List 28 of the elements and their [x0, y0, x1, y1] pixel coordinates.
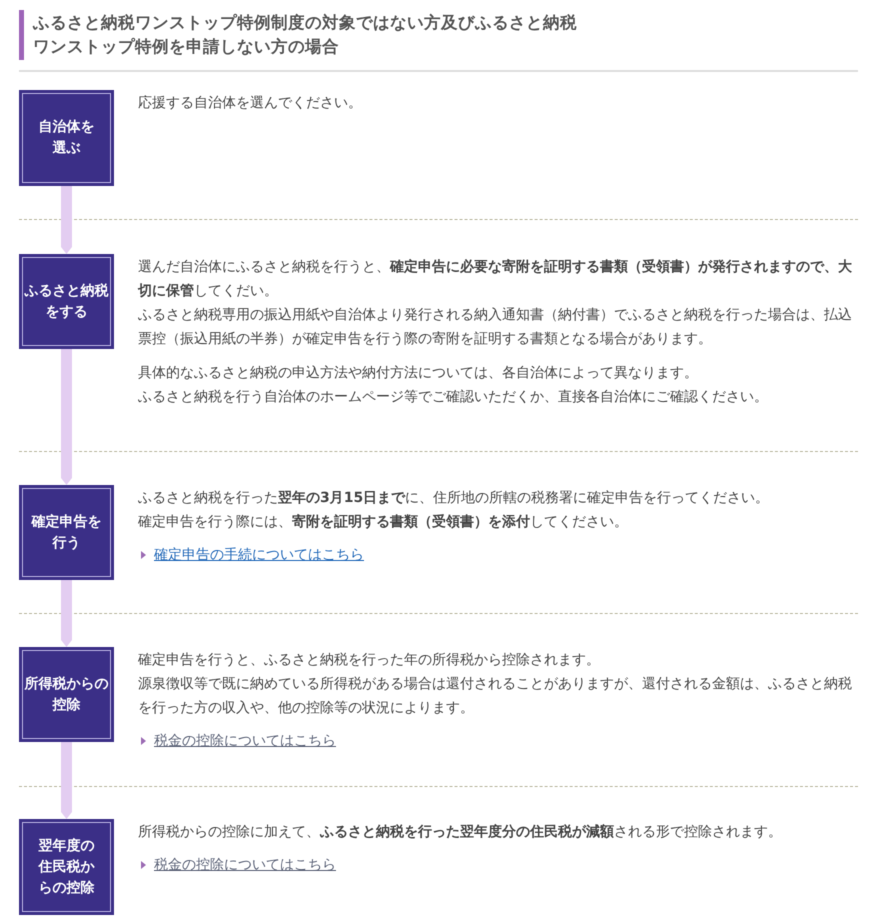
arrow	[61, 349, 72, 485]
step-title: ふるさと納税をする	[24, 282, 110, 322]
step-title: 翌年度の住民税からの控除	[37, 836, 96, 898]
description-text: 源泉徴収等で既に納めている所得税がある場合は還付されることがありますが、還付される金額は、ふるさと納税を行った方の収入や、他の控除等の状況によります。	[138, 675, 853, 718]
step-title: 確定申告を行う	[30, 512, 102, 552]
step-box	[19, 254, 114, 349]
description-text: ふるさと納税を行う自治体のホームページ等でご確認いただくか、直接各自治体にご確認ください。	[138, 388, 769, 407]
description-text: 具体的なふるさと納税の申込方法や納付方法については、各自治体によって異なります。	[138, 364, 699, 383]
page-title: ふるさと納税ワンストップ特例制度の対象ではない方及びふるさと納税ワンストップ特例を申請しない方の場合	[19, 10, 593, 60]
step-box	[19, 485, 114, 580]
description-text: ふるさと納税を行った翌年の3月15日までに、住所地の所轄の税務署に確定申告を行ってください。	[138, 489, 770, 508]
step-box	[19, 647, 114, 742]
text-link: 税金の控除についてはこちら	[154, 732, 336, 751]
description-text: ふるさと納税専用の振込用紙や自治体より発行される納入通知書（納付書）でふるさと納税を行った場合は、払込票控（振込用紙の半券）が確定申告を行う際の寄附を証明する書類となる場合があります。	[138, 306, 853, 349]
arrow	[61, 580, 72, 647]
description-text: 確定申告を行う際には、寄附を証明する書類（受領書）を添付してください。	[138, 512, 629, 532]
text-link: 確定申告の手続についてはこちら	[154, 546, 364, 565]
step-box	[19, 90, 114, 186]
arrow	[61, 186, 72, 254]
arrow	[61, 742, 72, 819]
description-text: 選んだ自治体にふるさと納税を行うと、確定申告に必要な寄附を証明する書類（受領書）が発行されますので、大切に保管してくだい。	[138, 258, 853, 301]
description-text: 所得税からの控除に加えて、ふるさと納税を行った翌年度分の住民税が減額される形で控除されます。	[138, 822, 783, 842]
step-title: 所得税からの控除	[24, 674, 110, 714]
step-box	[19, 819, 114, 915]
description-text: 応援する自治体を選んでください。	[138, 94, 363, 113]
step-title: 自治体を選ぶ	[38, 118, 96, 158]
description-text: 確定申告を行うと、ふるさと納税を行った年の所得税から控除されます。	[138, 651, 601, 670]
text-link: 税金の控除についてはこちら	[154, 856, 336, 875]
